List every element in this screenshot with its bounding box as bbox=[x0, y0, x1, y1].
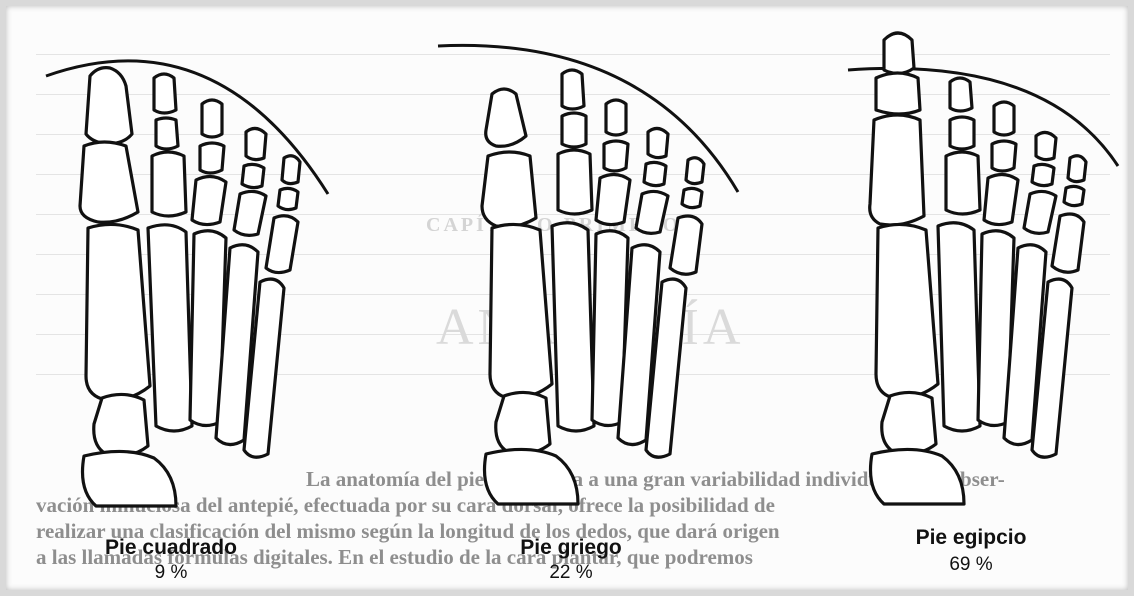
foot-type-label: Pie griego bbox=[476, 536, 666, 560]
square-foot-illustration bbox=[46, 61, 328, 506]
foot-type-percentage: 9 % bbox=[76, 562, 266, 584]
foot-type-percentage: 22 % bbox=[476, 562, 666, 584]
greek-foot-illustration bbox=[438, 45, 738, 504]
foot-type-label: Pie cuadrado bbox=[76, 536, 266, 560]
foot-type-percentage: 69 % bbox=[876, 554, 1066, 576]
egyptian-foot-illustration bbox=[848, 33, 1118, 504]
foot-type-label: Pie egipcio bbox=[876, 526, 1066, 550]
foot-types-diagram bbox=[6, 6, 1134, 596]
